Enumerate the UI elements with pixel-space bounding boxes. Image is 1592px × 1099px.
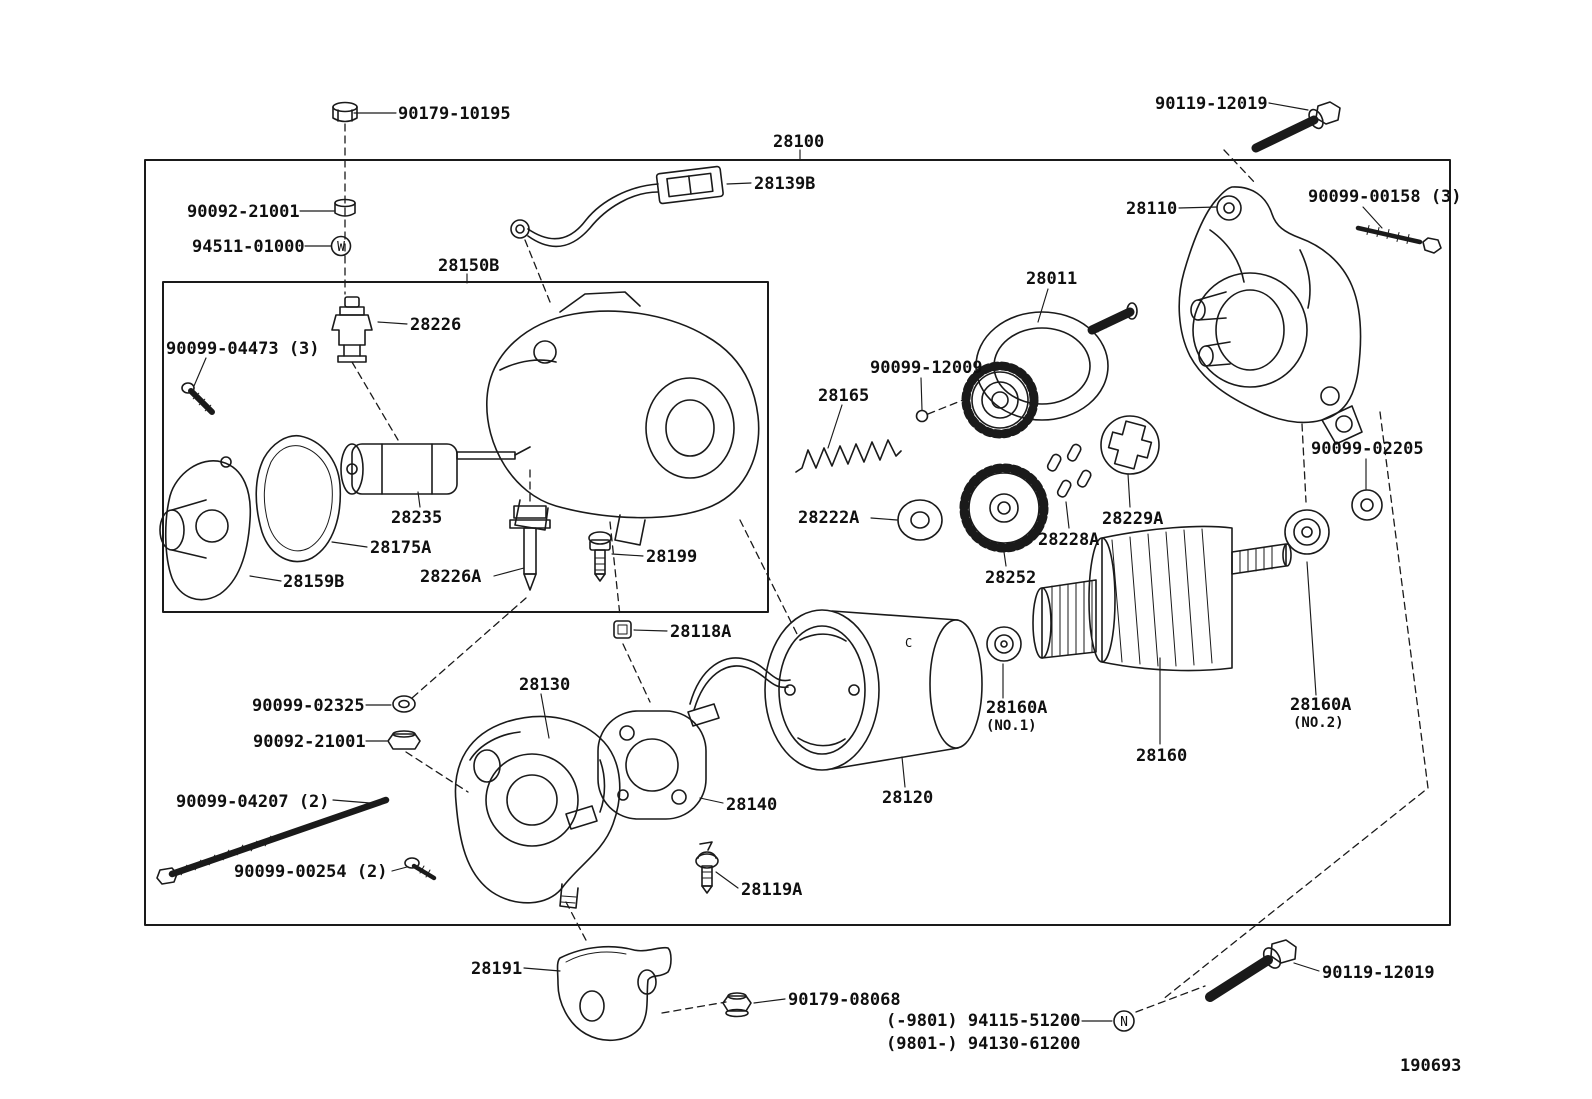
grommet-28118A bbox=[613, 620, 632, 639]
part-label-28150B: 28150B bbox=[438, 256, 500, 276]
gasket-28175A bbox=[255, 434, 342, 563]
yoke-28120: C bbox=[689, 609, 983, 771]
part-label-28175A: 28175A bbox=[370, 538, 432, 558]
part-label-28160A-no1: 28160A bbox=[986, 698, 1048, 718]
part-label-28139B: 28139B bbox=[754, 174, 816, 194]
part-label-90092-21001-b: 90092-21001 bbox=[253, 732, 366, 752]
nut-90179-10195 bbox=[332, 101, 358, 123]
clutch-28011 bbox=[961, 302, 1138, 439]
part-label-90119-12019-top: 90119-12019 bbox=[1155, 94, 1268, 114]
part-label-90099-04207: 90099-04207 (2) bbox=[176, 792, 330, 812]
switch-plunger-28226 bbox=[331, 296, 373, 363]
lead-wire-28139B bbox=[510, 165, 724, 248]
retainer-28229A bbox=[1100, 415, 1160, 475]
washer-90099-02325 bbox=[392, 695, 416, 713]
bearing-28160A-no1 bbox=[986, 626, 1022, 662]
part-label-90099-02325: 90099-02325 bbox=[252, 696, 365, 716]
part-label-28159B: 28159B bbox=[283, 572, 345, 592]
part-label-28160: 28160 bbox=[1136, 746, 1188, 766]
part-label-90179-08068: 90179-08068 bbox=[788, 990, 901, 1010]
part-label-28199: 28199 bbox=[646, 547, 698, 567]
screw-90099-00254 bbox=[404, 857, 437, 881]
part-label-28118A: 28118A bbox=[670, 622, 732, 642]
lock-washer-94511-01000: W bbox=[330, 235, 352, 257]
svg-text:C: C bbox=[905, 636, 912, 650]
bracket-28191 bbox=[556, 945, 672, 1041]
svg-text:W: W bbox=[337, 240, 345, 255]
part-label-90119-12019-bottom: 90119-12019 bbox=[1322, 963, 1435, 983]
part-label-28191: 28191 bbox=[471, 959, 523, 979]
screw-28199 bbox=[588, 531, 612, 582]
part-label-28226: 28226 bbox=[410, 315, 462, 335]
part-label-28130: 28130 bbox=[519, 675, 571, 695]
nut-90179-08068 bbox=[722, 992, 752, 1018]
nut-90092-21001-lower bbox=[387, 730, 421, 750]
part-label-90179-10195: 90179-10195 bbox=[398, 104, 511, 124]
part-label-90099-00158: 90099-00158 (3) bbox=[1308, 187, 1462, 207]
part-label-28226A: 28226A bbox=[420, 567, 482, 587]
brush-holder-28140 bbox=[565, 703, 720, 830]
part-label-94511-01000: 94511-01000 bbox=[192, 237, 305, 257]
part-label-28252: 28252 bbox=[985, 568, 1037, 588]
bolt-90119-12019-top bbox=[1251, 101, 1341, 153]
part-label-28229A: 28229A bbox=[1102, 509, 1164, 529]
part-label-28100: 28100 bbox=[773, 132, 825, 152]
part-label-28119A: 28119A bbox=[741, 880, 803, 900]
part-label-28160A-no1-suffix: (NO.1) bbox=[986, 718, 1037, 734]
screw-28119A bbox=[695, 841, 719, 894]
part-label-90099-04473: 90099-04473 (3) bbox=[166, 339, 320, 359]
part-label-28011: 28011 bbox=[1026, 269, 1078, 289]
part-label-28120: 28120 bbox=[882, 788, 934, 808]
switch-housing-28150B bbox=[486, 291, 760, 546]
part-label-28165: 28165 bbox=[818, 386, 870, 406]
part-label-28160A-no2: 28160A bbox=[1290, 695, 1352, 715]
part-label-28140: 28140 bbox=[726, 795, 778, 815]
part-label-28110: 28110 bbox=[1126, 199, 1178, 219]
drive-housing-28130 bbox=[454, 715, 621, 909]
plunger-28226A bbox=[509, 505, 551, 591]
washer-90099-02205 bbox=[1351, 489, 1383, 521]
part-label-90099-12009: 90099-12009 bbox=[870, 358, 983, 378]
assembly-axis-lines bbox=[344, 123, 1429, 1014]
end-frame-28110 bbox=[1178, 186, 1363, 445]
svg-text:N: N bbox=[1120, 1015, 1128, 1030]
part-label-28222A: 28222A bbox=[798, 508, 860, 528]
part-label-28160A-no2-suffix: (NO.2) bbox=[1293, 715, 1344, 731]
part-label-90099-00254: 90099-00254 (2) bbox=[234, 862, 388, 882]
nut-90092-21001 bbox=[334, 198, 356, 217]
solenoid-28235 bbox=[340, 443, 531, 495]
supersession-marker-n: N bbox=[1113, 1010, 1135, 1032]
bolt-90099-00158 bbox=[1355, 225, 1442, 254]
end-cap-28159B bbox=[159, 456, 252, 601]
part-label-28228A: 28228A bbox=[1038, 530, 1100, 550]
ball-90099-12009 bbox=[915, 409, 929, 423]
part-label-90092-21001: 90092-21001 bbox=[187, 202, 300, 222]
idler-gear-28252 bbox=[959, 463, 1049, 553]
part-label-28235: 28235 bbox=[391, 508, 443, 528]
washer-28222A bbox=[897, 499, 943, 541]
part-label-90099-02205: 90099-02205 bbox=[1311, 439, 1424, 459]
spring-28165 bbox=[795, 439, 902, 473]
note-supersession-line2: (9801-) 94130-61200 bbox=[886, 1034, 1081, 1054]
bolt-90099-04473 bbox=[181, 382, 215, 415]
bolt-90119-12019-bottom bbox=[1205, 939, 1297, 1002]
leader-lines bbox=[193, 102, 1383, 1022]
diagram-frame bbox=[144, 159, 1451, 926]
through-bolt-90099-04207 bbox=[156, 796, 390, 885]
rollers-28228A bbox=[1046, 443, 1092, 498]
bearing-28160A-no2 bbox=[1284, 509, 1330, 555]
drawing-number: 190693 bbox=[1400, 1056, 1462, 1076]
note-supersession-line1: (-9801) 94115-51200 bbox=[886, 1011, 1081, 1031]
armature-28160 bbox=[1032, 525, 1292, 672]
